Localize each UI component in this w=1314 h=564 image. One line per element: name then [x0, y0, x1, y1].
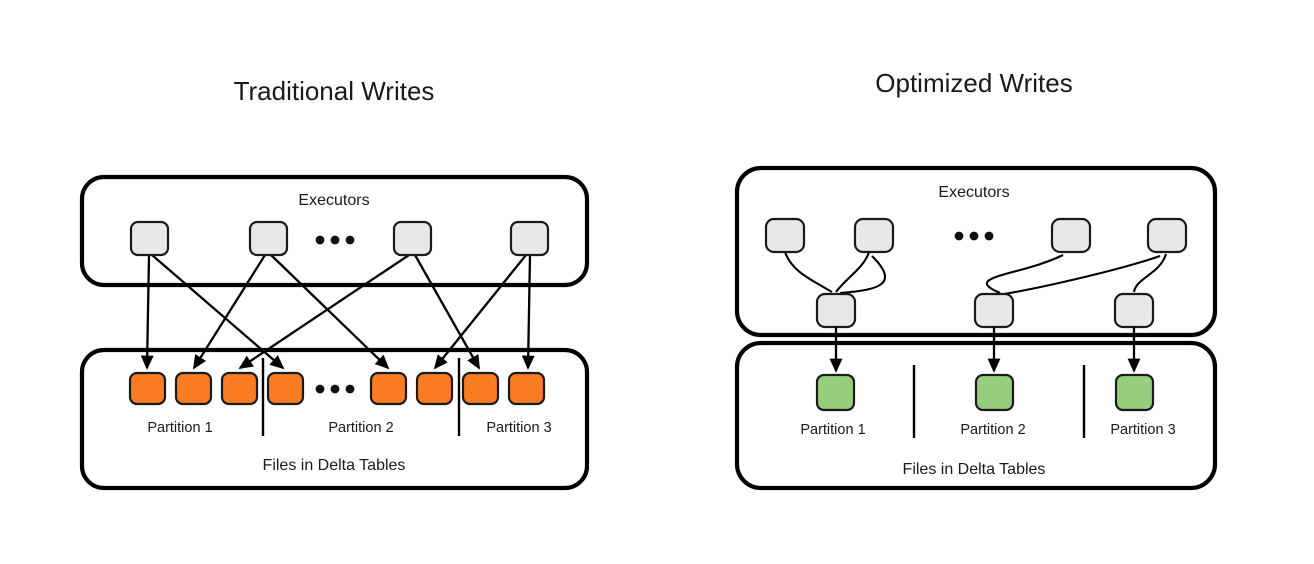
executors-box-outline: [79, 174, 590, 288]
edge-exec4-file6: [433, 254, 527, 370]
executor-node-opt-3[interactable]: [1050, 217, 1092, 254]
files-box-outline-optimized: [734, 340, 1218, 491]
curve-exec1-shuffle1: [784, 251, 833, 293]
edge-exec3-file3: [238, 254, 410, 370]
executor-node-opt-1[interactable]: [764, 217, 806, 254]
files-in-delta-tables-label-optimized: Files in Delta Tables: [903, 461, 1046, 478]
curve-exec4-shuffle3: [1132, 253, 1168, 293]
optimized-executors-container: Executors: [734, 165, 1218, 338]
traditional-executor-nodes: [129, 220, 550, 257]
optimized-partition-label-3: Partition 3: [1110, 422, 1175, 438]
file-node-5[interactable]: [369, 371, 408, 406]
green-file-node-2[interactable]: [974, 373, 1015, 412]
optimized-write-edges: [829, 327, 1141, 373]
file-node-4[interactable]: [266, 371, 305, 406]
green-file-node-1[interactable]: [815, 373, 856, 412]
file-node-1[interactable]: [128, 371, 167, 406]
traditional-writes-title: Traditional Writes: [234, 76, 435, 106]
panel-traditional-writes: Traditional Writes Executors Files in De…: [79, 76, 590, 491]
optimized-writes-title: Optimized Writes: [875, 68, 1072, 98]
curve-exec2-shuffle1: [835, 251, 871, 293]
executors-ellipsis-icon-optimized: [954, 231, 994, 241]
executors-label: Executors: [298, 192, 369, 209]
file-node-3[interactable]: [220, 371, 259, 406]
panel-optimized-writes: Optimized Writes Executors Files in Delt…: [734, 68, 1218, 491]
optimized-file-nodes: [815, 373, 1155, 412]
traditional-partition-label-1: Partition 1: [147, 420, 212, 436]
traditional-file-nodes: [128, 371, 546, 406]
files-in-delta-tables-label: Files in Delta Tables: [263, 457, 406, 474]
edge-exec1-file4: [151, 254, 285, 370]
edge-exec4-file8: [521, 254, 535, 370]
traditional-executors-container: Executors: [79, 174, 590, 288]
executor-node-opt-4[interactable]: [1146, 217, 1188, 254]
edge-exec3-file7: [413, 254, 481, 370]
executors-box-outline-optimized: [734, 165, 1218, 338]
curve-exec2b-shuffle1: [839, 255, 886, 295]
edge-exec1-file1: [140, 254, 154, 370]
executor-node-2[interactable]: [248, 220, 289, 257]
optimized-executor-nodes: [764, 217, 1188, 254]
traditional-edges: [140, 254, 535, 370]
green-file-node-3[interactable]: [1114, 373, 1155, 412]
curve-exec3-shuffle2: [985, 254, 1064, 294]
optimized-partition-label-1: Partition 1: [800, 422, 865, 438]
executors-ellipsis-icon: [315, 235, 355, 245]
edge-exec2-file2: [193, 254, 266, 370]
optimized-shuffle-edges: [784, 251, 1168, 296]
edge-exec2-file5: [270, 254, 390, 370]
optimized-shuffle-nodes: [815, 292, 1155, 329]
shuffle-node-1[interactable]: [815, 292, 857, 329]
shuffle-node-3[interactable]: [1113, 292, 1155, 329]
executor-node-1[interactable]: [129, 220, 170, 257]
executor-node-opt-2[interactable]: [853, 217, 895, 254]
file-node-7[interactable]: [461, 371, 500, 406]
curve-exec4-shuffle2: [1003, 255, 1161, 296]
traditional-partition-label-3: Partition 3: [486, 420, 551, 436]
optimized-files-container: Files in Delta Tables: [734, 340, 1218, 491]
shuffle-node-2[interactable]: [973, 292, 1015, 329]
file-node-6[interactable]: [415, 371, 454, 406]
file-node-8[interactable]: [507, 371, 546, 406]
executor-node-3[interactable]: [392, 220, 433, 257]
traditional-partition-label-2: Partition 2: [328, 420, 393, 436]
executors-label-optimized: Executors: [938, 184, 1009, 201]
files-ellipsis-icon: [315, 384, 355, 394]
file-node-2[interactable]: [174, 371, 213, 406]
optimized-partition-label-2: Partition 2: [960, 422, 1025, 438]
executor-node-4[interactable]: [509, 220, 550, 257]
